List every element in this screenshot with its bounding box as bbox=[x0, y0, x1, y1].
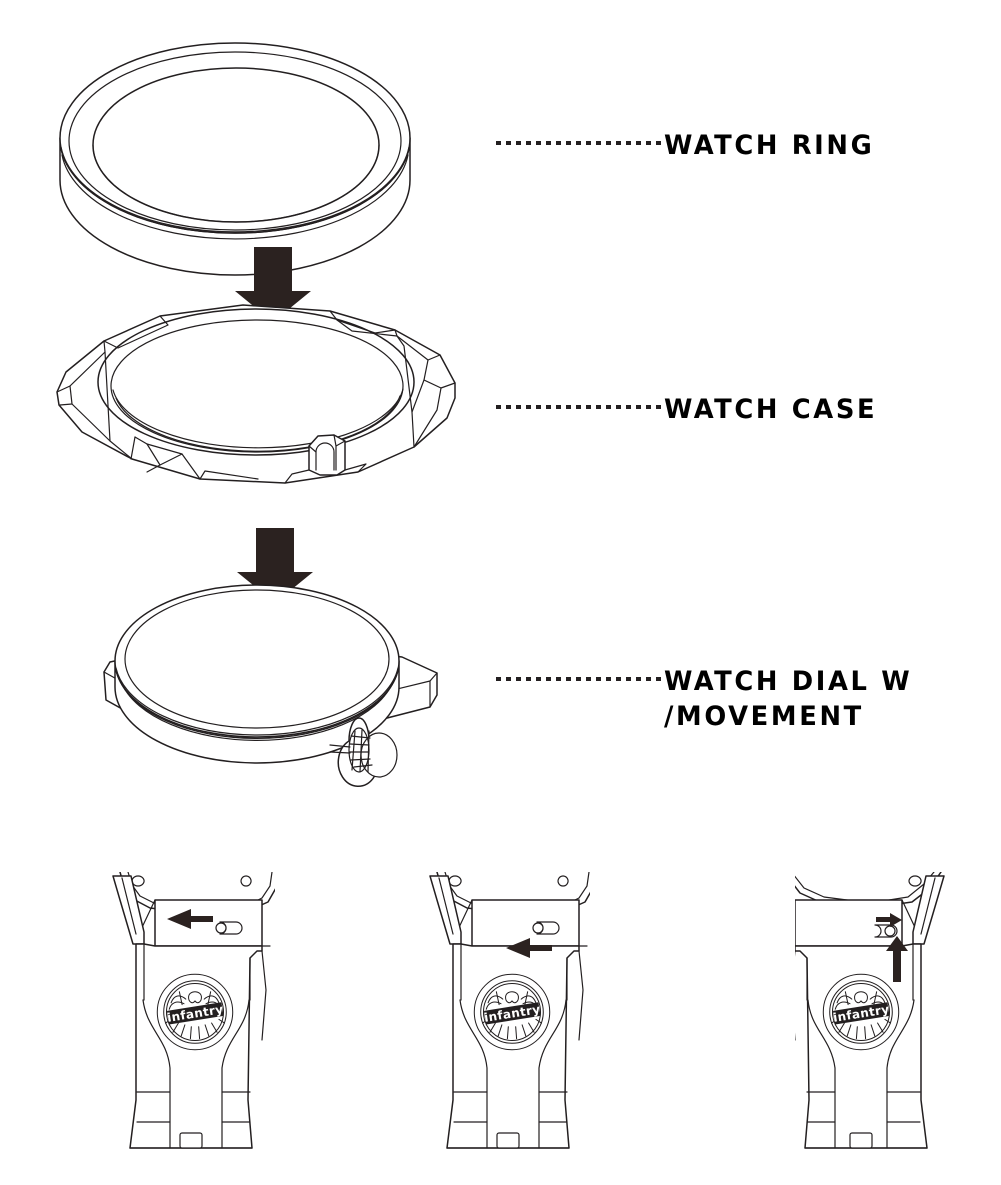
strap-step-3: infantry bbox=[795, 872, 945, 1149]
label-watch-ring: WATCH RING bbox=[664, 130, 875, 161]
spring-bar-pin-1 bbox=[215, 921, 243, 935]
arrow-left-1 bbox=[167, 909, 213, 929]
strap-step-1: infantry bbox=[112, 872, 275, 1149]
watch-crown bbox=[329, 717, 398, 787]
part-watch-ring bbox=[59, 42, 411, 276]
part-watch-dial-movement bbox=[103, 584, 438, 787]
arrow-up-3 bbox=[886, 936, 908, 982]
spring-bar-pin-2 bbox=[532, 921, 560, 935]
arrow-case-onto-dial bbox=[237, 528, 313, 603]
arrow-right-3 bbox=[876, 913, 902, 927]
infantry-logo-2: infantry bbox=[473, 973, 551, 1051]
part-watch-case bbox=[56, 304, 456, 484]
label-watch-case: WATCH CASE bbox=[664, 394, 878, 425]
spring-bar-pin-3 bbox=[874, 924, 898, 938]
label-watch-dial-movement: WATCH DIAL W /MOVEMENT bbox=[664, 666, 913, 732]
arrow-ring-into-case bbox=[235, 247, 311, 322]
arrow-left-2 bbox=[506, 938, 552, 958]
strap-step-2: infantry bbox=[429, 872, 590, 1149]
